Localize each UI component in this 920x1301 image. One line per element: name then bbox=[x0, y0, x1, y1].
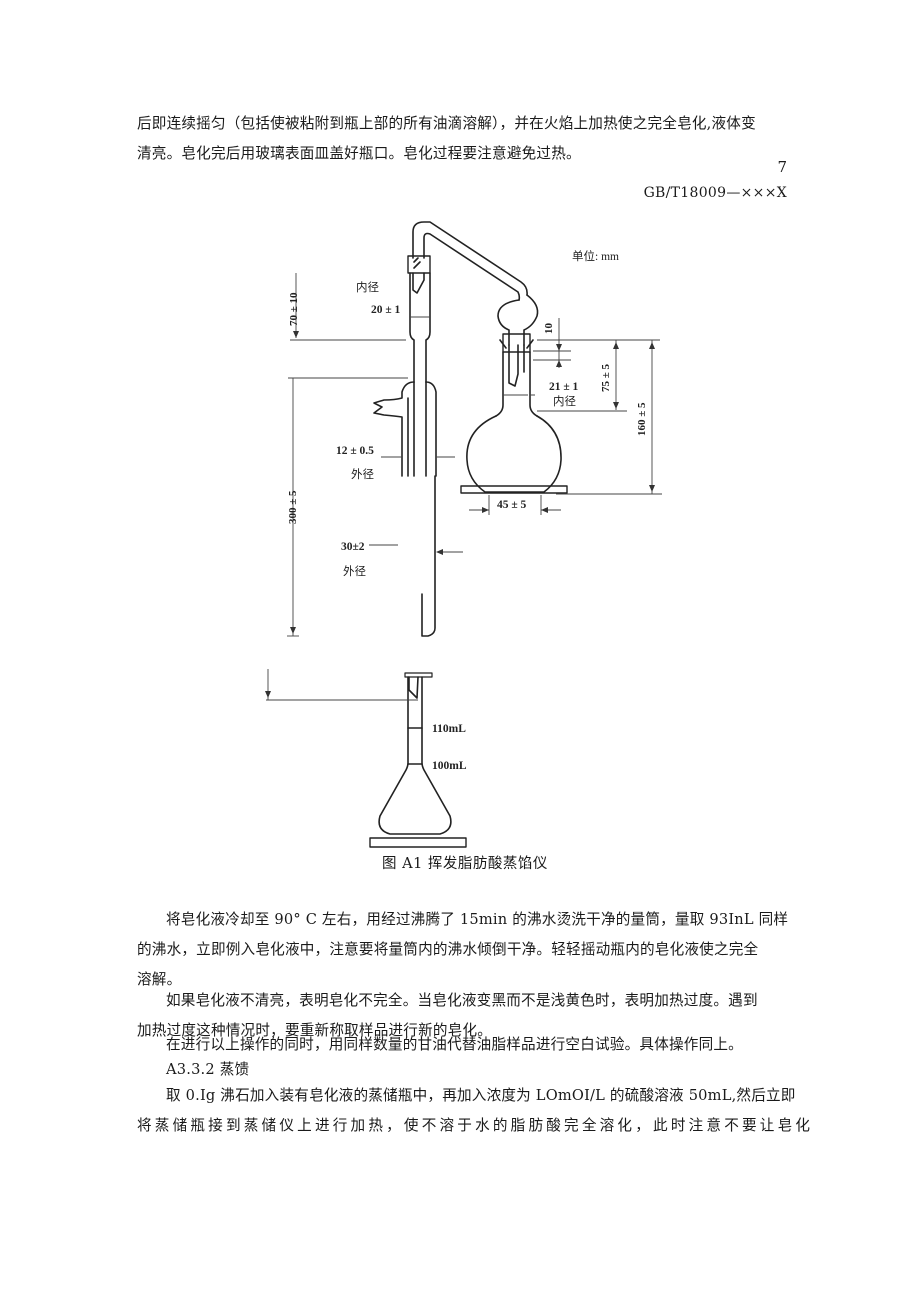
dim-160-label: 160 ± 5 bbox=[636, 402, 648, 436]
mark-110ml-label: 110mL bbox=[432, 723, 466, 735]
dim-75-label: 75 ± 5 bbox=[600, 363, 612, 392]
outer-diameter-label-30: 外径 bbox=[343, 565, 366, 578]
page-number: 7 bbox=[777, 158, 787, 176]
paragraph-saponification-check: 如果皂化液不清亮，表明皂化不完全。当皂化液变黑而不是浅黄色时，表明加热过度。遇到… bbox=[137, 986, 797, 1046]
inner-diameter-label-flask: 内径 bbox=[553, 394, 576, 408]
dim-300-label: 300 ± 5 bbox=[287, 490, 299, 524]
text-line: 取 0.Ig 沸石加入装有皂化液的蒸储瓶中，再加入浓度为 LOmOI/L 的硫酸… bbox=[166, 1087, 796, 1104]
dim-12-label: 12 ± 0.5 bbox=[336, 445, 374, 457]
outer-diameter-label-12: 外径 bbox=[351, 468, 374, 481]
dim-70-label: 70 ± 10 bbox=[288, 292, 300, 326]
dim-45-label: 45 ± 5 bbox=[497, 499, 527, 511]
text-line: 在进行以上操作的同时，用同样数量的甘油代替油脂样品进行空白试验。具体操作同上。 bbox=[166, 1036, 743, 1053]
standard-number: GB/T18009—×××X bbox=[643, 185, 787, 201]
figure-caption: 图 A1 挥发脂肪酸蒸馅仪 bbox=[382, 856, 548, 872]
dim-10-label: 10 bbox=[543, 323, 555, 335]
intro-paragraph: 后即连续摇匀（包括使被粘附到瓶上部的所有油滴溶解），并在火焰上加热使之完全皂化,… bbox=[137, 109, 797, 169]
mark-100ml-label: 100mL bbox=[432, 760, 467, 772]
dim-30-label: 30±2 bbox=[341, 541, 365, 553]
text-line: 如果皂化液不清亮，表明皂化不完全。当皂化液变黑而不是浅黄色时，表明加热过度。遇到 bbox=[166, 992, 758, 1009]
section-heading-a332: A3.3.2 蒸馈 bbox=[137, 1055, 797, 1085]
text-line: 加热过度这种情况时，要重新称取样品进行新的皂化。 bbox=[137, 1022, 493, 1039]
text-line: 将蒸储瓶接到蒸储仪上进行加热，使不溶于水的脂肪酸完全溶化，此时注意不要让皂化 bbox=[137, 1117, 814, 1134]
paragraph-blank-test: 在进行以上操作的同时，用同样数量的甘油代替油脂样品进行空白试验。具体操作同上。 bbox=[137, 1030, 797, 1060]
unit-label: 单位: mm bbox=[572, 249, 619, 263]
section-heading: A3.3.2 蒸馈 bbox=[166, 1061, 250, 1078]
text-line: 清亮。皂化完后用玻璃表面皿盖好瓶口。皂化过程要注意避免过热。 bbox=[137, 145, 581, 162]
text-line: 的沸水，立即例入皂化液中，注意要将量筒内的沸水倾倒干净。轻轻摇动瓶内的皂化液使之… bbox=[137, 941, 759, 958]
dim-21-label: 21 ± 1 bbox=[549, 381, 579, 393]
inner-diameter-label-top: 内径 bbox=[356, 280, 379, 294]
text-line: 溶解。 bbox=[137, 971, 182, 988]
distillation-apparatus-figure: 单位: mm 内径 20 ± 1 70 ± 10 10 21 ± 1 内径 75… bbox=[265, 221, 662, 872]
text-line: 后即连续摇匀（包括使被粘附到瓶上部的所有油滴溶解），并在火焰上加热使之完全皂化,… bbox=[137, 115, 756, 132]
dim-20-label: 20 ± 1 bbox=[371, 304, 401, 316]
paragraph-distillation: 取 0.Ig 沸石加入装有皂化液的蒸储瓶中，再加入浓度为 LOmOI/L 的硫酸… bbox=[137, 1081, 810, 1141]
apparatus-diagram: 单位: mm 内径 20 ± 1 70 ± 10 10 21 ± 1 内径 75… bbox=[265, 221, 662, 848]
paragraph-cooling: 将皂化液冷却至 90° C 左右，用经过沸腾了 15min 的沸水烫洗干净的量筒… bbox=[137, 905, 797, 995]
text-line: 将皂化液冷却至 90° C 左右，用经过沸腾了 15min 的沸水烫洗干净的量筒… bbox=[166, 911, 789, 928]
